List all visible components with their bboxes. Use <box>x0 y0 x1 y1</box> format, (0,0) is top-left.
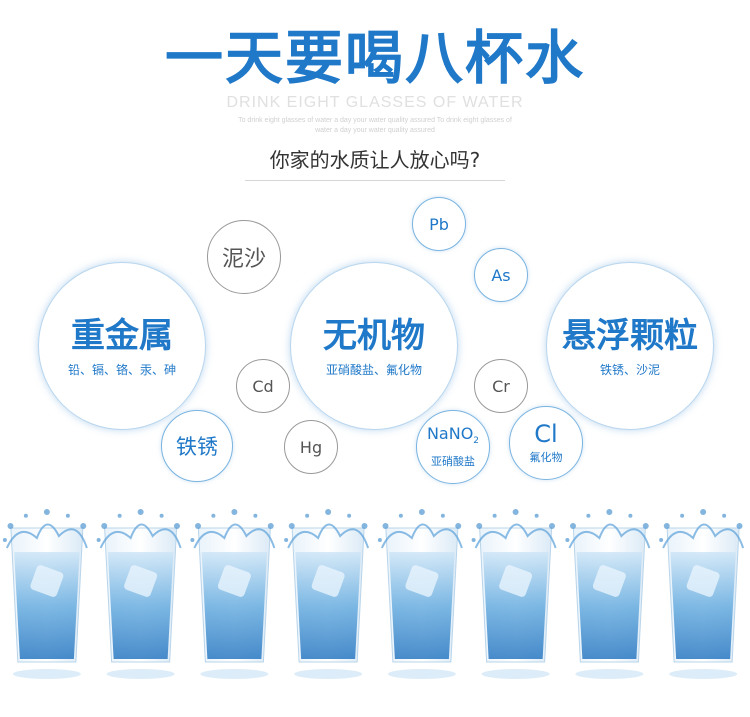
bubble-nano2-sub: 亚硝酸盐 <box>431 454 475 468</box>
english-small-line-2: water a day your water quality assured <box>315 127 435 134</box>
bubble-inorganic-title: 无机物 <box>323 315 425 356</box>
bubble-inorganic: 无机物 亚硝酸盐、氟化物 <box>290 262 458 430</box>
bubble-rust: 铁锈 <box>161 410 233 482</box>
divider <box>245 180 505 181</box>
english-small-line-1: To drink eight glasses of water a day yo… <box>238 117 512 124</box>
question-text: 你家的水质让人放心吗? <box>269 148 481 172</box>
water-glass <box>565 509 651 679</box>
bubble-suspended-title: 悬浮颗粒 <box>562 315 698 356</box>
bubble-cl: Cl 氟化物 <box>509 406 583 480</box>
bubble-nano2-main: NaNO <box>426 424 474 444</box>
bubble-suspended-sub: 铁锈、沙泥 <box>599 362 660 377</box>
bubble-mud-sand: 泥沙 <box>207 220 281 294</box>
english-small-text: To drink eight glasses of water a day yo… <box>225 116 525 136</box>
water-glass <box>659 509 745 679</box>
bubble-nano2: NaNO2 亚硝酸盐 <box>416 410 490 484</box>
bubble-heavy-metal-sub: 铅、镉、铬、汞、砷 <box>67 362 176 377</box>
bubble-cd: Cd <box>236 359 290 413</box>
water-glass <box>96 509 182 679</box>
bubble-nano2-subscript: 2 <box>473 436 480 447</box>
bubble-hg: Hg <box>284 420 338 474</box>
water-glass <box>190 509 276 679</box>
english-subtitle: DRINK EIGHT GLASSES OF WATER <box>226 94 524 111</box>
bubble-suspended: 悬浮颗粒 铁锈、沙泥 <box>546 262 714 430</box>
bubble-inorganic-sub: 亚硝酸盐、氟化物 <box>325 362 422 377</box>
bubble-cl-sub: 氟化物 <box>529 451 563 464</box>
water-glass <box>2 509 88 679</box>
bubble-as: As <box>474 248 528 302</box>
page-title: 一天要喝八杯水 <box>164 24 585 92</box>
bubble-nano2-formula: NaNO2 <box>427 425 479 450</box>
bubble-heavy-metal: 重金属 铅、镉、铬、汞、砷 <box>38 262 206 430</box>
water-glass <box>377 509 463 679</box>
water-glass <box>284 509 370 679</box>
bubble-cl-main: Cl <box>534 420 558 448</box>
bubble-pb: Pb <box>412 197 466 251</box>
water-glass <box>471 509 557 679</box>
water-glasses-illustration <box>2 509 745 679</box>
bubble-cr: Cr <box>474 359 528 413</box>
bubble-heavy-metal-title: 重金属 <box>71 315 173 356</box>
